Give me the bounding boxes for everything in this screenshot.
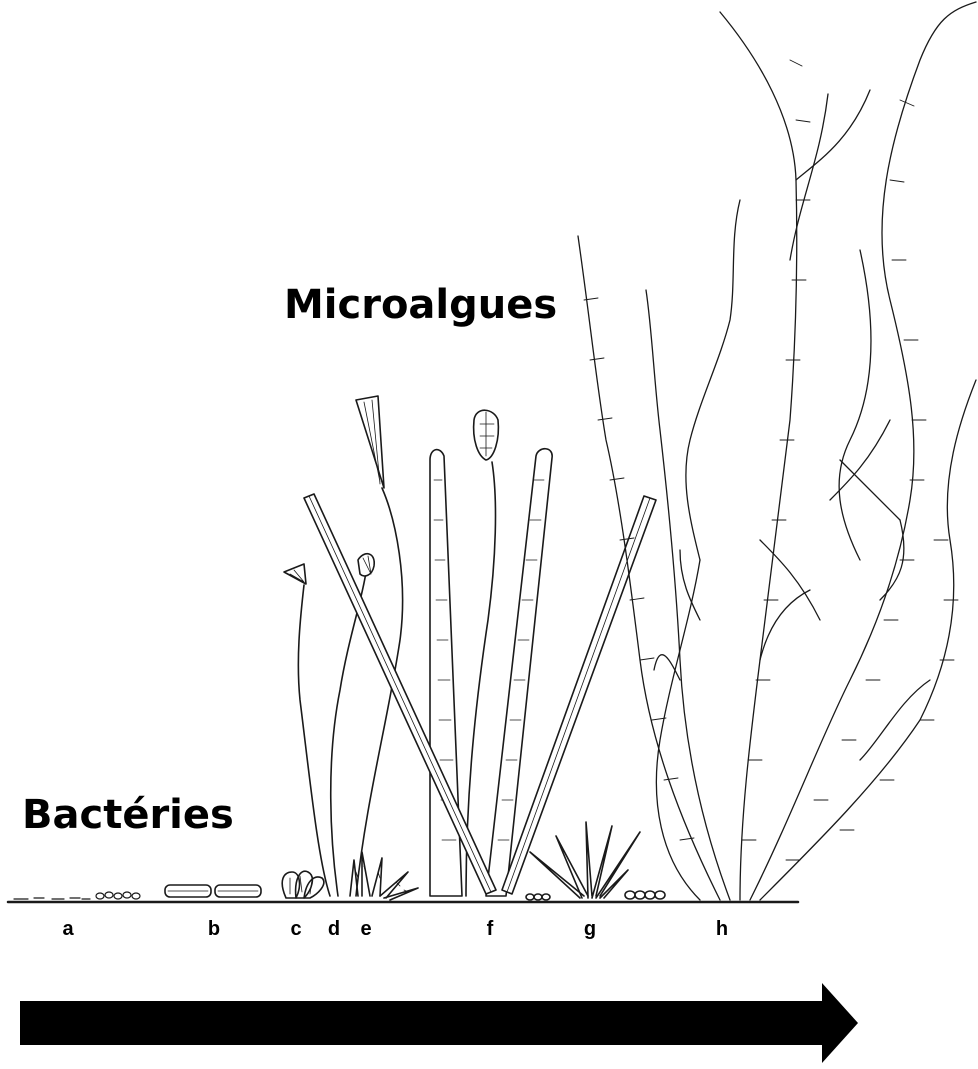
stalked-cells [284,396,498,896]
stage-label-a: a [62,918,73,941]
organism-a-bacteria [14,892,140,899]
microalgae-label: Microalgues [284,282,557,328]
stage-label-f: f [487,918,494,941]
organism-b-flat-cells [165,885,261,897]
organism-c-cluster [282,871,324,898]
succession-arrow [20,983,858,1063]
organism-g-tuft [526,822,665,900]
bacteria-label: Bactéries [22,792,234,838]
stage-label-g: g [584,918,596,941]
organism-h-filaments [578,2,976,900]
stage-label-b: b [208,918,220,941]
stage-label-c: c [290,918,301,941]
stage-label-e: e [360,918,371,941]
stage-label-d: d [328,918,340,941]
stage-label-h: h [716,918,728,941]
